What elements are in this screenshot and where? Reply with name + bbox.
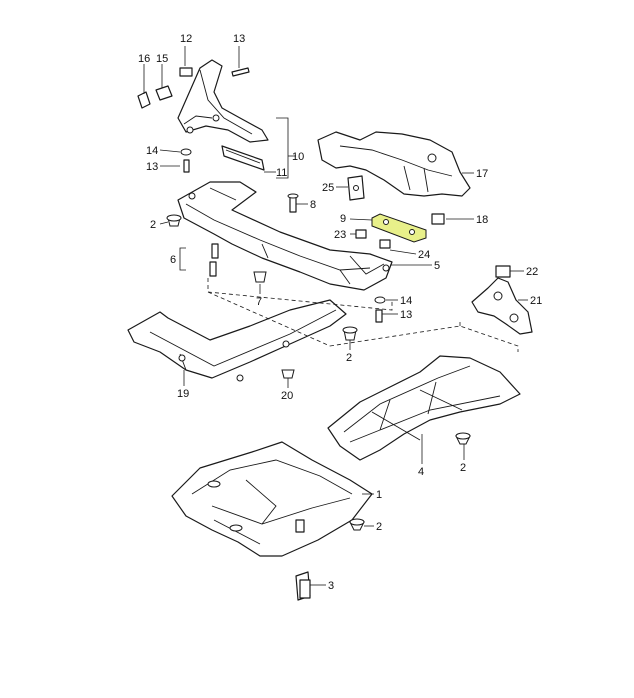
callout-12: 12: [180, 33, 192, 45]
callout-10: 10: [292, 151, 304, 163]
callout-23: 23: [334, 229, 346, 241]
clip-16: [137, 91, 151, 109]
callout-13: 13: [233, 33, 245, 45]
callout-2: 2: [376, 521, 382, 533]
callout-14: 14: [400, 295, 412, 307]
callout-2: 2: [346, 352, 352, 364]
callout-17: 17: [476, 168, 488, 180]
callout-19: 19: [177, 388, 189, 400]
callout-13: 13: [146, 161, 158, 173]
callout-2: 2: [460, 462, 466, 474]
callout-1: 1: [376, 489, 382, 501]
rear-crossmember-bracket: [317, 131, 471, 201]
callout-4: 4: [418, 466, 424, 478]
callout-20: 20: [281, 390, 293, 402]
callout-2: 2: [150, 219, 156, 231]
callout-5: 5: [434, 260, 440, 272]
middle-crossmember: [177, 181, 393, 291]
bracket-21: [471, 277, 533, 335]
side-panel-19: [127, 299, 347, 382]
engine-undertray-1: [171, 441, 373, 601]
callout-3: 3: [328, 580, 334, 592]
callout-25: 25: [322, 182, 334, 194]
callout-labels: 12 13 16 15 14 13 10 11 17 25 8 2 9 18 2…: [138, 33, 542, 592]
highlighted-support-plate: [355, 213, 511, 278]
callout-15: 15: [156, 53, 168, 65]
callout-22: 22: [526, 266, 538, 278]
callout-8: 8: [310, 199, 316, 211]
callout-24: 24: [418, 249, 430, 261]
callout-11: 11: [276, 167, 287, 179]
underbody-frame-4: [327, 355, 521, 461]
callout-13: 13: [400, 309, 412, 321]
callout-21: 21: [530, 295, 542, 307]
callout-14: 14: [146, 145, 158, 157]
fasteners: [166, 193, 471, 531]
clip-12: [179, 67, 193, 77]
nut-15: [155, 85, 173, 101]
callout-7: 7: [256, 296, 262, 308]
assembly-guide-lines: [207, 278, 519, 352]
callout-9: 9: [340, 213, 346, 225]
leader-lines: [143, 46, 528, 586]
callout-6: 6: [170, 254, 176, 266]
front-bracket-assembly: [137, 59, 289, 179]
callout-16: 16: [138, 53, 150, 65]
callout-18: 18: [476, 214, 488, 226]
